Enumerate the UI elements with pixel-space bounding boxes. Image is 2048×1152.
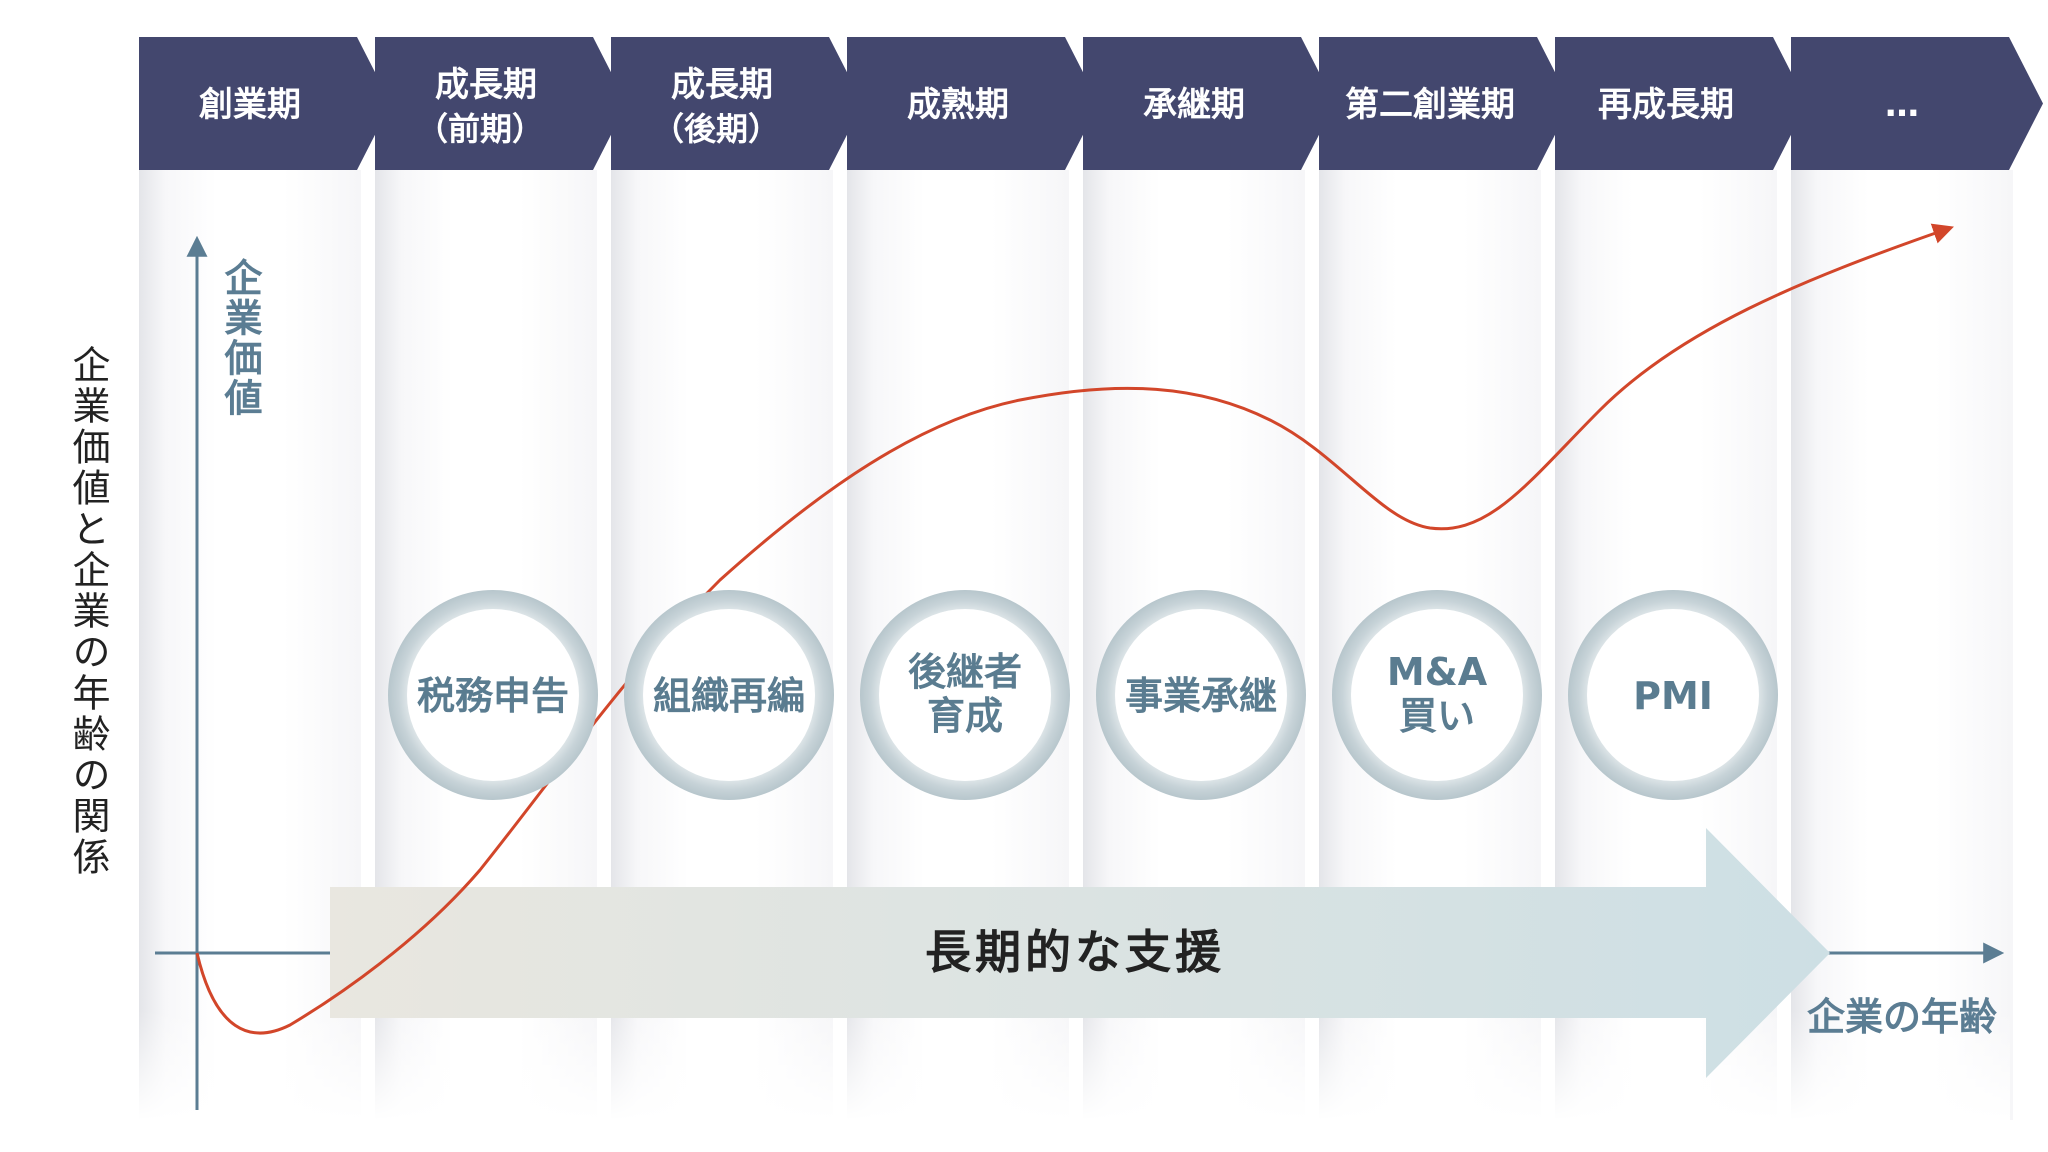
stage-header: 承継期: [1083, 37, 1335, 170]
stage-header: 成熟期: [847, 37, 1099, 170]
y-axis-label: 企業価値: [218, 257, 263, 418]
service-label: 後継者: [908, 650, 1022, 694]
stage-column: [139, 170, 361, 1120]
stage-sublabel: （後期）: [652, 110, 780, 148]
service-circle: 事業承継: [1096, 590, 1306, 800]
stage-column: [1791, 170, 2013, 1120]
stage-label: 承継期: [1143, 85, 1245, 125]
x-axis-label: 企業の年齢: [1807, 995, 1997, 1039]
stage-label: 成長期: [435, 65, 537, 105]
stage-header-chevron: [1555, 37, 1807, 170]
stage-header-chevron: [611, 37, 863, 170]
service-circle: M&A買い: [1332, 590, 1542, 800]
bottom-fade: [130, 1010, 2010, 1120]
service-label: 税務申告: [417, 674, 569, 718]
value-curve: [195, 223, 1954, 1035]
service-disc: [407, 609, 579, 781]
stage-header-chevron: [847, 37, 1099, 170]
service-disc: [1587, 609, 1759, 781]
stage-label: 第二創業期: [1345, 85, 1515, 125]
stage-label: 成熟期: [907, 85, 1009, 125]
service-disc: [643, 609, 815, 781]
service-sublabel: 買い: [1399, 694, 1475, 738]
support-label: 長期的な支援: [925, 925, 1225, 979]
side-title: 企業価値と企業の年齢の関係: [66, 345, 110, 878]
stage-header-chevron: [139, 37, 391, 170]
service-disc: [1351, 609, 1523, 781]
support-arrow: [330, 828, 1830, 1078]
service-label: 組織再編: [653, 674, 805, 718]
stage-header-chevron: [1319, 37, 1571, 170]
stage-label: 創業期: [199, 85, 301, 125]
service-sublabel: 育成: [927, 694, 1003, 738]
service-label: M&A: [1387, 650, 1488, 694]
stage-header: 第二創業期: [1319, 37, 1571, 170]
stage-label: …: [1885, 85, 1919, 125]
stage-header: 成長期 （後期）: [611, 37, 863, 170]
service-circle: PMI: [1568, 590, 1778, 800]
stage-label: 再成長期: [1598, 85, 1734, 125]
service-label: 事業承継: [1125, 674, 1277, 718]
service-label: PMI: [1633, 674, 1713, 718]
stage-header-chevron: [1083, 37, 1335, 170]
stage-header: 創業期: [139, 37, 391, 170]
stage-header: …: [1791, 37, 2043, 170]
stage-label: 成長期: [671, 65, 773, 105]
service-circle: 税務申告: [388, 590, 598, 800]
stage-header-chevron: [1791, 37, 2043, 170]
stage-header: 成長期 （前期）: [375, 37, 627, 170]
service-circle: 組織再編: [624, 590, 834, 800]
service-disc: [879, 609, 1051, 781]
stage-header-chevron: [375, 37, 627, 170]
service-disc: [1115, 609, 1287, 781]
stage-header: 再成長期: [1555, 37, 1807, 170]
stage-sublabel: （前期）: [416, 110, 544, 148]
stage-headers: 創業期 成長期 （前期） 成長期 （後期） 成熟期 承継期 第二創業期 再成長期 …: [139, 37, 2043, 170]
